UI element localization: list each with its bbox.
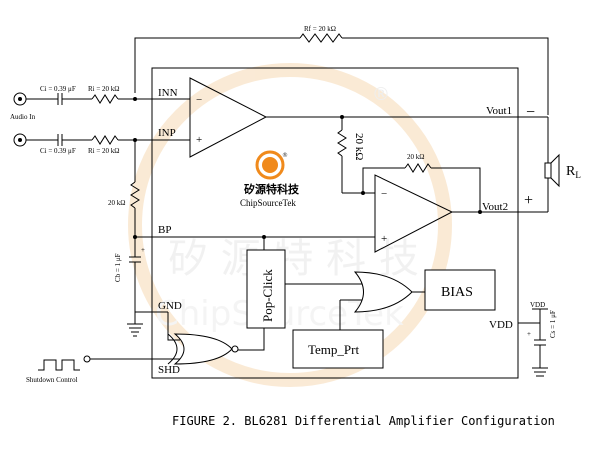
vdd-top-label: VDD [530, 301, 545, 309]
speaker-cone [550, 153, 560, 188]
rf-wire-right [342, 37, 549, 115]
feedback-resistor-horizontal-label: 20 kΩ [407, 153, 424, 161]
shutdown-control-signal: Shutdown Control [26, 355, 91, 384]
speaker: RL − + [524, 104, 581, 212]
rf-wire-left [134, 37, 300, 93]
bias-resistor-zigzag [130, 181, 140, 209]
op-amp-1-plus: + [196, 134, 202, 146]
audio-in-label: Audio In [10, 113, 36, 121]
feedback-resistor-vertical-label: 20 kΩ [353, 133, 365, 160]
figure-caption: FIGURE 2. BL6281 Differential Amplifier … [172, 414, 555, 428]
speaker-body [544, 162, 552, 179]
speaker-minus-sign: − [526, 104, 535, 121]
pin-vout2-label: Vout2 [482, 201, 508, 213]
shutdown-control-label: Shutdown Control [26, 376, 78, 384]
input-chain-inp: Ci = 0.39 μF Ri = 20 kΩ [26, 134, 190, 155]
logo-en-text: ChipSourceTek [240, 198, 296, 208]
vdd-decoupling: VDD + Cs = 1 μF [518, 301, 557, 377]
op-amp-2-minus: − [381, 188, 387, 200]
ci-bottom-label: Ci = 0.39 μF [40, 147, 76, 155]
pin-vdd-label: VDD [489, 319, 513, 331]
ci-top-label: Ci = 0.39 μF [40, 85, 76, 93]
xnor-gate [90, 311, 239, 365]
bias-block: BIAS [424, 269, 496, 311]
feedback-resistor-horizontal: 20 kΩ [362, 153, 481, 212]
logo-registered-mark: ® [282, 152, 288, 159]
ri-top-label: Ri = 20 kΩ [88, 85, 120, 93]
watermark-registered-mark: ® [372, 84, 390, 105]
bias-network: 20 kΩ + Cb = 1 μF [108, 140, 145, 337]
temp-prt-label: Temp_Prt [308, 342, 359, 357]
op-amp-1-minus: − [196, 94, 202, 106]
pin-inn-label: INN [158, 87, 178, 99]
chip-outline [151, 67, 519, 379]
rf-label: Rf = 20 kΩ [304, 25, 336, 33]
speaker-rl-label: RL [566, 164, 581, 180]
speaker-plus-sign: + [524, 192, 533, 209]
pin-gnd-label: GND [158, 300, 182, 312]
rf-resistor: Rf = 20 kΩ [134, 25, 549, 115]
cs-plus-sign: + [527, 330, 531, 338]
bias-label: BIAS [441, 285, 473, 300]
pin-vout1-label: Vout1 [486, 105, 512, 117]
pop-click-label: Pop-Click [260, 269, 275, 322]
input-chain-inn: Ci = 0.39 μF Ri = 20 kΩ [26, 85, 190, 105]
logo-cn-text: 矽源特科技 [244, 182, 300, 196]
pin-bp-label: BP [158, 224, 171, 236]
pin-inp-label: INP [158, 127, 176, 139]
pin-shd-label: SHD [158, 364, 180, 376]
feedback-resistor-vertical: 20 kΩ [337, 117, 375, 195]
cb-plus-sign: + [141, 246, 145, 254]
op-amp-1-triangle [189, 77, 268, 158]
ri-top-zigzag [91, 94, 119, 104]
rf-zigzag [299, 33, 343, 43]
temp-prt-block: Temp_Prt [292, 329, 384, 369]
ri-bottom-zigzag [91, 135, 119, 145]
ri-bottom-label: Ri = 20 kΩ [88, 147, 120, 155]
cs-label: Cs = 1 μF [549, 310, 557, 338]
op-amp-2: − + [374, 174, 548, 253]
logo-ring [255, 150, 285, 180]
logo-core [262, 157, 278, 173]
op-amp-2-plus: + [381, 233, 387, 245]
audio-jack-bottom [13, 133, 27, 147]
bias-resistor-label: 20 kΩ [108, 199, 125, 207]
audio-jack-top [13, 92, 27, 106]
op-amp-2-triangle [374, 174, 454, 253]
cb-label: Cb = 1 μF [114, 253, 122, 282]
pop-click-block: Pop-Click [238, 235, 365, 351]
chipsourcetek-logo: ® 矽源特科技 ChipSourceTek [240, 150, 300, 208]
or-gate [339, 271, 425, 330]
